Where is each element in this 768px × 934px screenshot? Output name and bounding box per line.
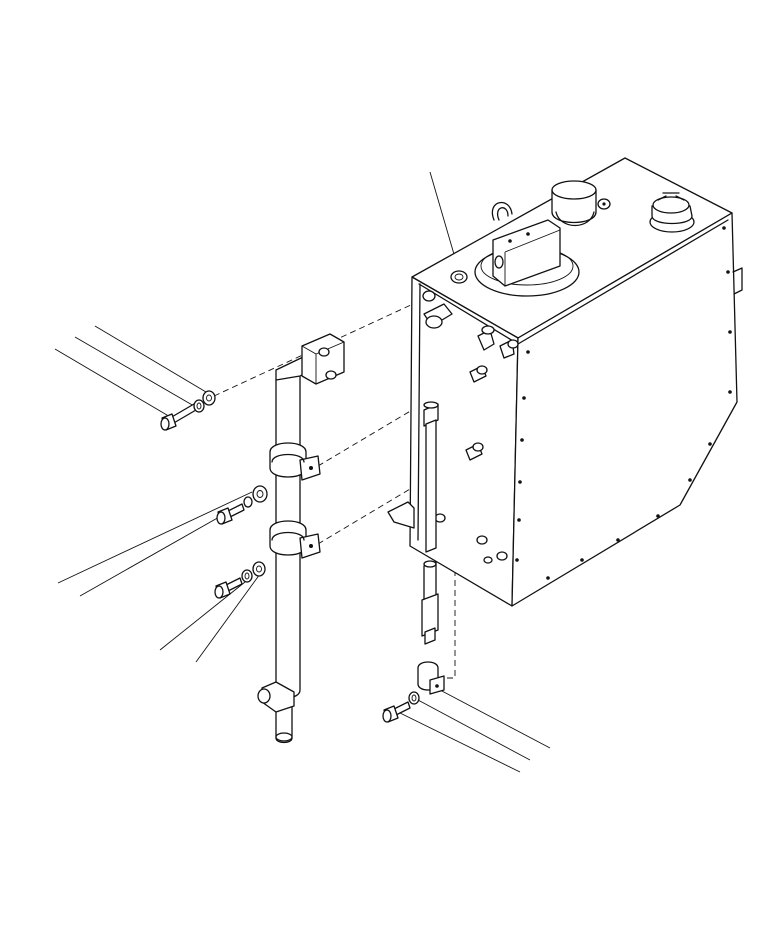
lifting-eye-loop [491, 202, 513, 221]
leader-line-sight-gauge [429, 171, 459, 269]
bolt-top [160, 403, 197, 431]
leader-line-drain-bolt [397, 711, 521, 773]
lockwasher-top [193, 399, 205, 413]
breather-cap [551, 180, 611, 226]
tank-side-tab [732, 267, 743, 295]
lifting-eye [491, 202, 513, 221]
leader-line-washer-low [195, 573, 261, 663]
drain-washer [408, 691, 420, 705]
drain-pipe-upper [423, 401, 439, 553]
pipe-mounting-bracket [301, 333, 345, 385]
leader-line-washer-mid [57, 491, 253, 584]
washer-mid-inner [243, 496, 253, 508]
tank-elbow-fittings [465, 325, 519, 461]
dash-line-top-mount [213, 297, 427, 397]
drain-pipe-lower [421, 560, 439, 645]
leader-line-lockwasher-top [74, 336, 195, 407]
leader-line-washer-top [94, 325, 207, 393]
leader-line-bolt-mid [79, 511, 229, 597]
tank-side-rivets [515, 226, 732, 580]
leader-line-bolt-top [54, 348, 173, 419]
leader-line-lockwasher-low [159, 581, 246, 651]
washer-low [252, 561, 266, 577]
tank-front-inner-edge [417, 283, 421, 541]
callout-leader-lines [54, 171, 551, 773]
bolt-mid [216, 503, 245, 525]
tank-mount-bracket [387, 501, 415, 529]
breather-assembly [474, 219, 580, 297]
washer-mid [252, 485, 268, 503]
drain-bolt [382, 701, 411, 723]
tank-front-fittings [422, 290, 508, 564]
drain-clamp [417, 661, 445, 695]
tank-side-face [511, 212, 738, 607]
leader-line-drain-clamp [439, 689, 551, 749]
leader-line-drain-washer [417, 699, 531, 761]
oil-filler-cap [649, 192, 695, 233]
lockwasher-low [241, 569, 253, 583]
sight-gauge [450, 270, 468, 284]
pipe-clamp-lower [269, 520, 321, 559]
pipe-clamp-upper [269, 442, 321, 481]
hydraulic-tank [387, 157, 743, 607]
washer-top [202, 390, 216, 406]
bolt-low [214, 577, 243, 599]
